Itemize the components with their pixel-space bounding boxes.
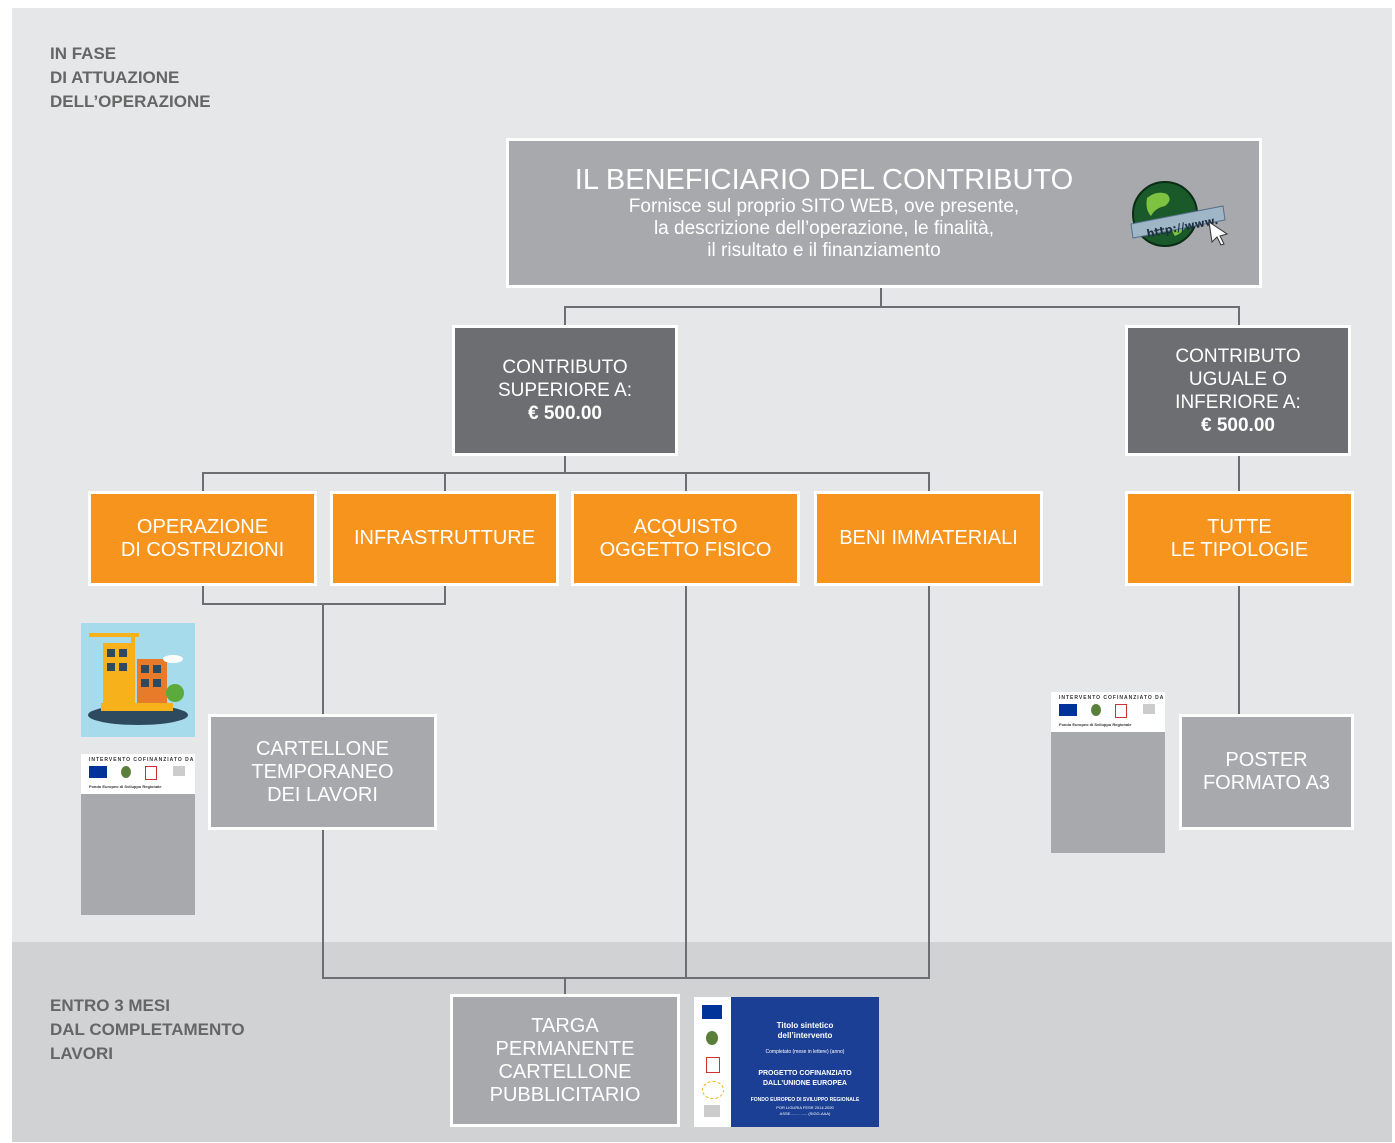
phase-label-during: IN FASE DI ATTUAZIONE DELL’OPERAZIONE (50, 44, 211, 111)
beneficiary-text: Fornisce sul proprio SITO WEB, ove prese… (628, 196, 1020, 261)
liguria-emblem-icon (145, 766, 157, 780)
italy-emblem-icon (706, 1031, 718, 1045)
poster-a3-box: POSTER FORMATO A3 (1179, 714, 1354, 830)
logo-placeholder-icon (704, 1105, 720, 1117)
por-logo-icon (702, 1081, 724, 1099)
plaque-sample-completed: Completato (mese in lettere) (anno) (765, 1049, 845, 1055)
poster-thumbnail: INTERVENTO COFINANZIATO DA Fondo Europeo… (1051, 692, 1165, 853)
eu-flag-icon (1059, 704, 1077, 716)
plaque-sample: Titolo sintetico dell’intervento Complet… (694, 997, 879, 1127)
billboard-thumb-fund: Fondo Europeo di Sviluppo Regionale (89, 784, 162, 789)
liguria-emblem-icon (1115, 704, 1127, 718)
category-physical-object: ACQUISTO OGGETTO FISICO (571, 491, 800, 586)
permanent-plaque-box: TARGA PERMANENTE CARTELLONE PUBBLICITARI… (450, 994, 680, 1127)
temporary-billboard-box: CARTELLONE TEMPORANEO DEI LAVORI (208, 714, 437, 830)
contribution-above-text: CONTRIBUTO SUPERIORE A: (497, 357, 633, 401)
contribution-below-box: CONTRIBUTO UGUALE O INFERIORE A: € 500.0… (1125, 325, 1351, 456)
category-intangible: BENI IMMATERIALI (814, 491, 1043, 586)
category-all-types: TUTTE LE TIPOLOGIE (1125, 491, 1354, 586)
globe-web-icon: http://www. (1125, 176, 1235, 250)
eu-flag-icon (89, 766, 107, 778)
category-intangible-label: BENI IMMATERIALI (839, 527, 1018, 549)
category-infrastructure-label: INFRASTRUTTURE (353, 527, 536, 549)
plaque-sample-project: PROGETTO COFINANZIATO DALL’UNIONE EUROPE… (758, 1070, 852, 1087)
temporary-billboard-label: CARTELLONE TEMPORANEO DEI LAVORI (251, 737, 394, 806)
billboard-thumbnail: INTERVENTO COFINANZIATO DA Fondo Europeo… (81, 754, 195, 915)
poster-thumb-header: INTERVENTO COFINANZIATO DA (1059, 695, 1165, 701)
italy-emblem-icon (1091, 704, 1101, 716)
construction-illustration (81, 623, 195, 737)
category-physical-object-label: ACQUISTO OGGETTO FISICO (599, 515, 772, 561)
category-all-types-label: TUTTE LE TIPOLOGIE (1170, 515, 1309, 561)
eu-flag-icon (702, 1005, 722, 1019)
contribution-above-box: CONTRIBUTO SUPERIORE A: € 500.00 (452, 325, 678, 456)
plaque-sample-por: POR LIGURIA FESR 2014-2020 (776, 1105, 834, 1110)
plaque-sample-asse: ASSE...... - ...... (SIGG-AAA) (779, 1111, 831, 1116)
plaque-sample-fund: FONDO EUROPEO DI SVILUPPO REGIONALE (750, 1097, 860, 1103)
beneficiary-title: IL BENEFICIARIO DEL CONTRIBUTO (574, 164, 1074, 196)
logo-placeholder-icon (1143, 704, 1155, 714)
contribution-below-amount: € 500.00 (1201, 414, 1275, 436)
contribution-above-amount: € 500.00 (528, 403, 602, 424)
liguria-emblem-icon (706, 1057, 720, 1073)
billboard-thumb-header: INTERVENTO COFINANZIATO DA (89, 757, 195, 763)
plaque-sample-title: Titolo sintetico dell’intervento (776, 1021, 834, 1040)
category-construction: OPERAZIONE DI COSTRUZIONI (88, 491, 317, 586)
poster-a3-label: POSTER FORMATO A3 (1202, 749, 1331, 794)
italy-emblem-icon (121, 766, 131, 778)
category-infrastructure: INFRASTRUTTURE (330, 491, 559, 586)
phase-label-after: ENTRO 3 MESI DAL COMPLETAMENTO LAVORI (50, 996, 245, 1063)
permanent-plaque-label: TARGA PERMANENTE CARTELLONE PUBBLICITARI… (489, 1014, 641, 1106)
poster-thumb-fund: Fondo Europeo di Sviluppo Regionale (1059, 722, 1132, 727)
contribution-below-text: CONTRIBUTO UGUALE O INFERIORE A: (1175, 345, 1301, 413)
logo-placeholder-icon (173, 766, 185, 776)
category-construction-label: OPERAZIONE DI COSTRUZIONI (120, 515, 285, 561)
plaque-sample-panel: Titolo sintetico dell’intervento Complet… (731, 997, 879, 1127)
